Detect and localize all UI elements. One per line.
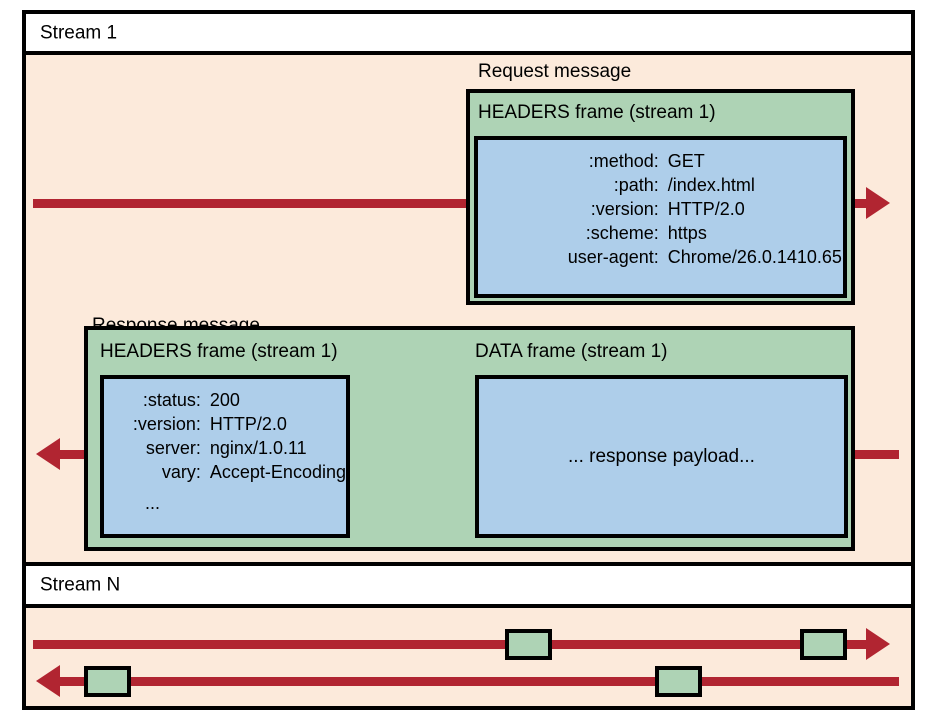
request-headers-frame-title: HEADERS frame (stream 1) bbox=[478, 102, 716, 123]
header-value: https bbox=[667, 223, 707, 244]
header-continuation-ellipsis: ... bbox=[144, 492, 160, 513]
stream-1-label: Stream 1 bbox=[40, 22, 118, 43]
table-row: :path: /index.html bbox=[478, 173, 843, 197]
response-header-table: :status: 200 :version: HTTP/2.0 server: … bbox=[104, 388, 346, 516]
header-name: :version: bbox=[590, 198, 659, 219]
stream-1-band: Stream 1 bbox=[22, 10, 915, 55]
stream-n-outbound-arrow-line bbox=[33, 640, 876, 649]
response-data-payload: ... response payload... bbox=[475, 375, 848, 538]
stream-n-band: Stream N bbox=[22, 562, 915, 608]
table-row: user-agent: Chrome/26.0.1410.65 bbox=[478, 246, 843, 270]
response-payload-text: ... response payload... bbox=[568, 445, 755, 467]
table-row: vary: Accept-Encoding bbox=[104, 461, 346, 485]
header-name: :scheme: bbox=[585, 223, 659, 244]
response-arrow-head bbox=[36, 438, 60, 470]
request-message-label: Request message bbox=[478, 61, 632, 82]
header-value: Accept-Encoding bbox=[209, 462, 346, 483]
table-row: server: nginx/1.0.11 bbox=[104, 436, 346, 460]
table-row: :scheme: https bbox=[478, 222, 843, 246]
stream-n-inbound-arrow-head bbox=[36, 665, 60, 697]
stream-n-inbound-frame-chip bbox=[655, 666, 702, 697]
request-header-table: :method: GET :path: /index.html :version… bbox=[478, 149, 843, 270]
response-data-frame-title: DATA frame (stream 1) bbox=[475, 341, 668, 362]
header-name: vary: bbox=[161, 462, 201, 483]
stream-n-outbound-arrow-head bbox=[866, 628, 890, 660]
header-name: :status: bbox=[142, 389, 201, 410]
header-value: HTTP/2.0 bbox=[667, 198, 745, 219]
stream-n-outbound-frame-chip bbox=[800, 629, 847, 660]
request-headers-payload: :method: GET :path: /index.html :version… bbox=[474, 136, 847, 298]
table-row: :method: GET bbox=[478, 149, 843, 173]
header-value: nginx/1.0.11 bbox=[209, 437, 307, 458]
table-row: ... bbox=[104, 485, 346, 516]
header-name: user-agent: bbox=[567, 247, 659, 268]
table-row: :version: HTTP/2.0 bbox=[104, 412, 346, 436]
header-value: /index.html bbox=[667, 174, 755, 195]
header-value: 200 bbox=[209, 389, 240, 410]
header-value: HTTP/2.0 bbox=[209, 413, 287, 434]
header-name: :version: bbox=[132, 413, 201, 434]
request-arrow-head bbox=[866, 187, 890, 219]
header-value: GET bbox=[667, 150, 705, 171]
table-row: :status: 200 bbox=[104, 388, 346, 412]
header-value: Chrome/26.0.1410.65 bbox=[667, 247, 842, 268]
stream-n-inbound-frame-chip bbox=[84, 666, 131, 697]
response-headers-payload: :status: 200 :version: HTTP/2.0 server: … bbox=[100, 375, 350, 538]
header-name: :path: bbox=[613, 174, 659, 195]
header-name: server: bbox=[145, 437, 201, 458]
request-arrow-line bbox=[33, 199, 876, 208]
table-row: :version: HTTP/2.0 bbox=[478, 197, 843, 221]
stream-n-inbound-arrow-line bbox=[60, 677, 899, 686]
stream-n-outbound-frame-chip bbox=[505, 629, 552, 660]
header-name: :method: bbox=[588, 150, 659, 171]
stream-n-label: Stream N bbox=[40, 574, 121, 596]
response-headers-frame-title: HEADERS frame (stream 1) bbox=[100, 341, 338, 362]
